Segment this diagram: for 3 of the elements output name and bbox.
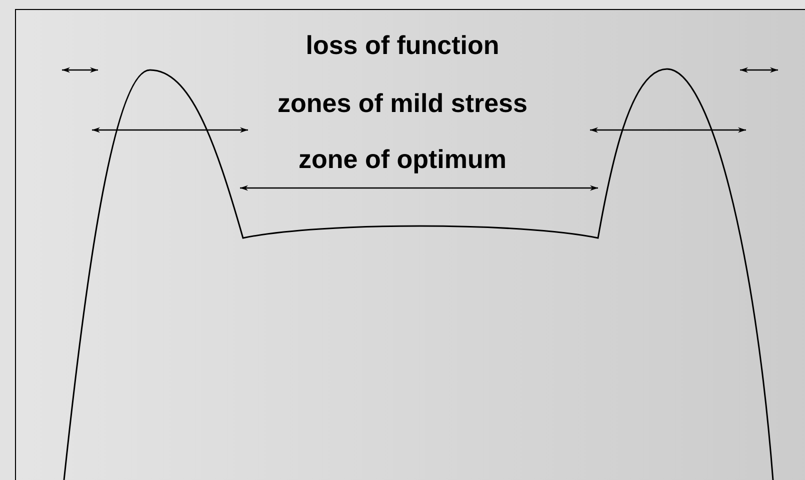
zone-label: zone of optimum [298,144,506,174]
zone-label: zones of mild stress [278,88,528,118]
zone-label: loss of function [306,30,500,60]
